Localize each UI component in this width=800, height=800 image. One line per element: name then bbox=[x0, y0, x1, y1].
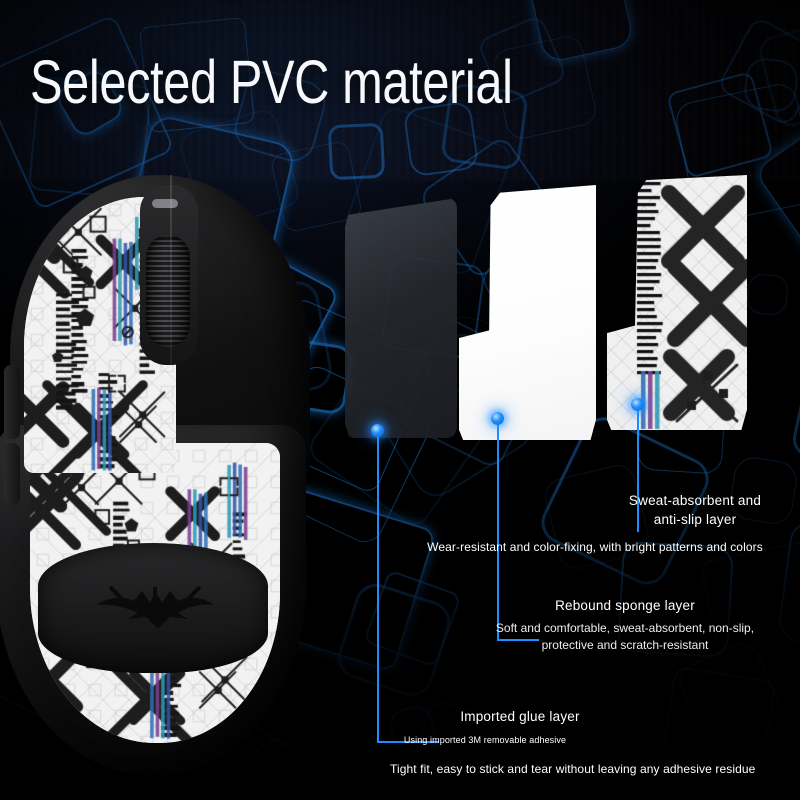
callout-glue-note: Using imported 3M removable adhesive bbox=[403, 735, 567, 745]
mouse-logo-band bbox=[38, 543, 268, 673]
background-square bbox=[745, 272, 790, 317]
dpi-indicator-led bbox=[152, 199, 178, 208]
callout-glue-title: Imported glue layer bbox=[460, 709, 580, 724]
callout-dot-sponge-layer[interactable] bbox=[491, 412, 504, 425]
callout-top-title-line2: anti-slip layer bbox=[653, 511, 737, 527]
page-title: Selected PVC material bbox=[30, 48, 513, 116]
callout-glue-description: Tight fit, easy to stick and tear withou… bbox=[390, 762, 756, 776]
callout-sponge-desc-line2: protective and scratch-resistant bbox=[541, 637, 709, 652]
callout-top-layer: Sweat-absorbent and anti-slip layer bbox=[600, 492, 790, 529]
callout-top-title-line1: Sweat-absorbent and bbox=[628, 493, 762, 508]
callout-sponge-title: Rebound sponge layer bbox=[555, 598, 695, 613]
gaming-mouse-illustration bbox=[0, 175, 330, 790]
mouse-side-button-2 bbox=[4, 443, 20, 505]
callout-top-description: Wear-resistant and color-fixing, with br… bbox=[427, 540, 763, 554]
mouse-side-button-1 bbox=[4, 365, 20, 439]
callout-dot-glue-layer[interactable] bbox=[371, 424, 384, 437]
callout-sponge-layer: Rebound sponge layer Soft and comfortabl… bbox=[480, 597, 770, 654]
callout-sponge-desc-line1: Soft and comfortable, sweat-absorbent, n… bbox=[495, 620, 755, 635]
mouse-button-seam bbox=[170, 175, 172, 475]
bat-emblem-icon bbox=[96, 585, 214, 629]
leader-line-glue-vertical bbox=[377, 430, 379, 742]
scroll-wheel bbox=[146, 235, 190, 347]
callout-glue-layer: Imported glue layer bbox=[370, 708, 670, 727]
callout-dot-top-layer[interactable] bbox=[631, 398, 644, 411]
layer-swatch-glue bbox=[345, 198, 457, 438]
